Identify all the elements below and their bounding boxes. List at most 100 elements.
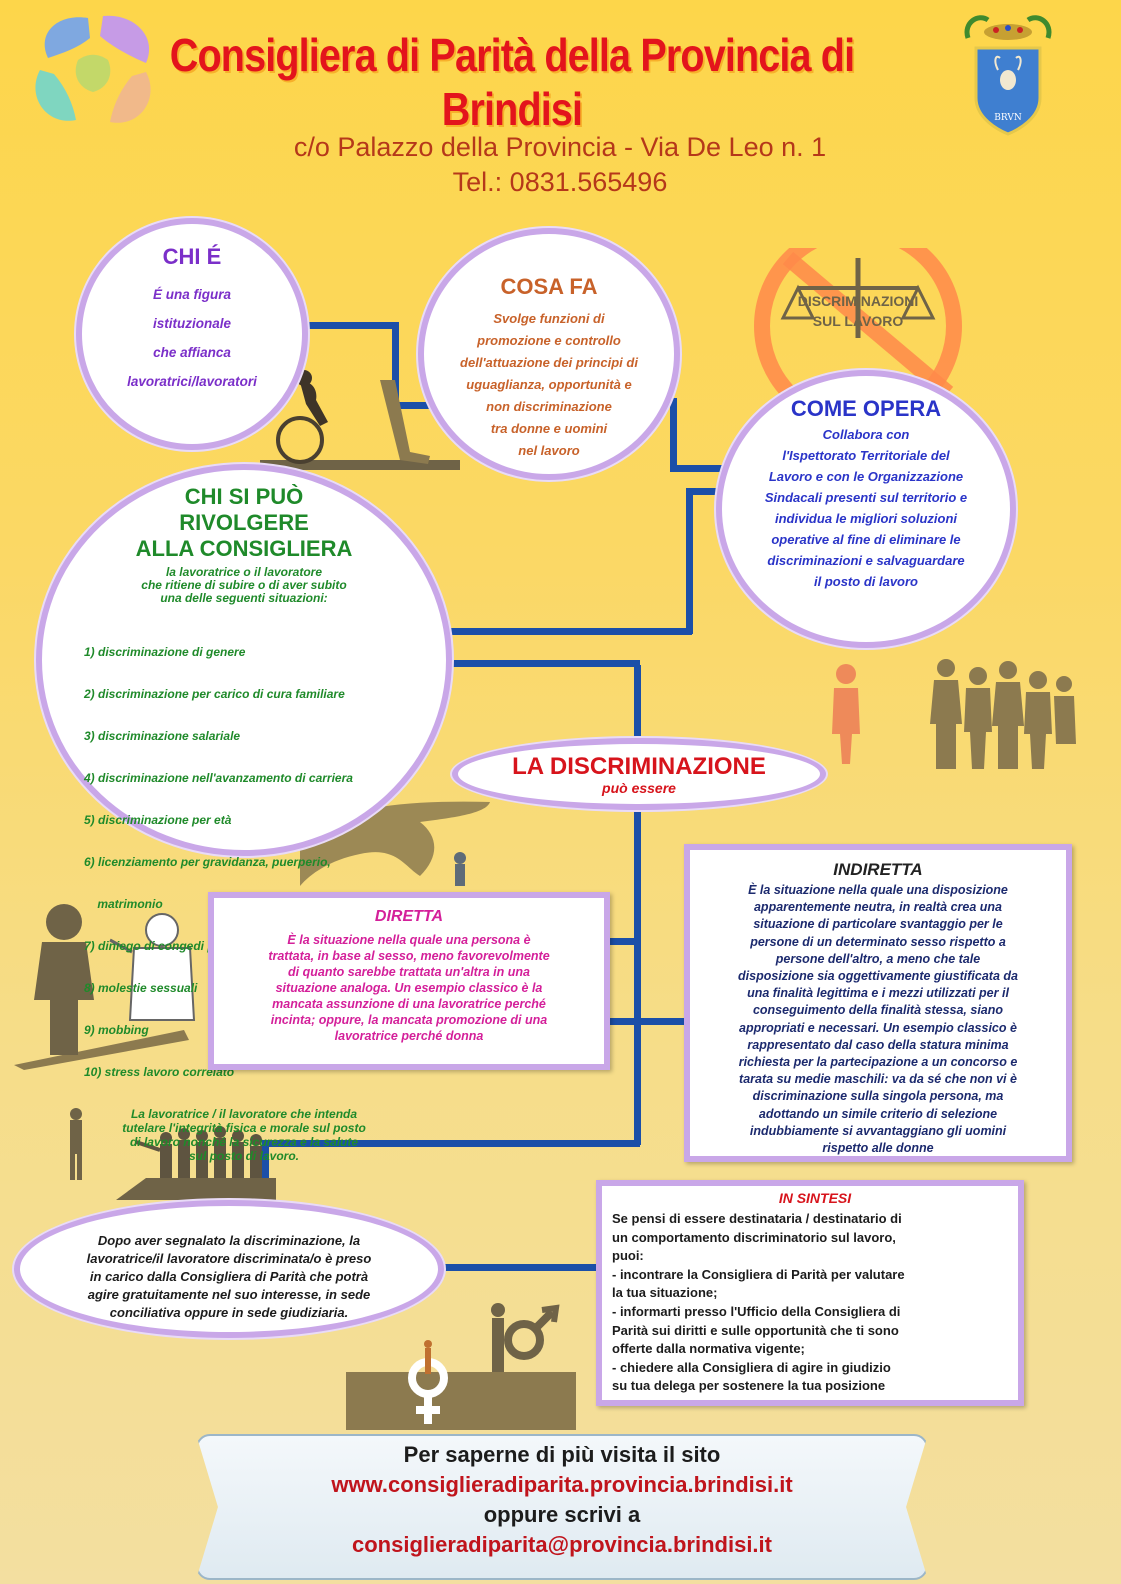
indiretta-line: persone di un determinato sesso rispetto…: [750, 934, 1006, 949]
list-item: matrimonio: [84, 897, 163, 911]
chi-rivolgere-title: ALLA CONSIGLIERA: [135, 536, 353, 561]
outro-line: tutelare l'integrità fisica e morale sul…: [122, 1121, 366, 1135]
chi-e-line: istituzionale: [152, 316, 231, 331]
indiretta-line: È la situazione nella quale una disposiz…: [748, 883, 1008, 897]
come-opera-line: Collabora con: [822, 427, 910, 442]
chi-e-line: che affianca: [153, 345, 231, 360]
list-item: 8) molestie sessuali: [84, 981, 198, 995]
sign-text-1: DISCRIMINAZIONI: [798, 293, 919, 309]
list-item: 9) mobbing: [84, 1023, 149, 1037]
cosa-fa-line: dell'attuazione dei principi di: [460, 355, 638, 370]
indiretta-line: richiesta per la partecipazione a un con…: [738, 1055, 1018, 1070]
diretta-box: DIRETTA È la situazione nella quale una …: [208, 892, 610, 1070]
discriminazione-title: LA DISCRIMINAZIONE: [512, 753, 766, 780]
emblem-motto: BRVN: [994, 113, 1022, 123]
indiretta-line: indubbiamente si avvantaggiano gli uomin…: [749, 1123, 1007, 1138]
indiretta-line: discriminazione sulla singola persona, m…: [752, 1089, 1004, 1104]
connector-line: [440, 1264, 600, 1271]
chi-e-line: lavoratrici/lavoratori: [127, 374, 257, 389]
list-item: 2) discriminazione per carico di cura fa…: [84, 687, 345, 701]
chi-rivolgere-title: RIVOLGERE: [179, 510, 309, 535]
diretta-line: mancata assunzione di una lavoratrice pe…: [272, 997, 546, 1011]
website-link[interactable]: www.consiglieradiparita.provincia.brindi…: [331, 1472, 793, 1497]
footer-text: Per saperne di più visita il sito: [403, 1442, 721, 1467]
chi-e-title: CHI É: [162, 244, 222, 269]
cosa-fa-line: Svolge funzioni di: [493, 311, 605, 326]
cosa-fa-bubble: COSA FA Svolge funzioni di promozione e …: [418, 228, 680, 480]
outro-line: di lavoro nonché la sicurezza e la salut…: [129, 1135, 359, 1149]
indiretta-line: disposizione sia oggettivamente giustifi…: [738, 969, 1018, 984]
dopo-line: agire gratuitamente nel suo interesse, i…: [87, 1287, 371, 1302]
in-sintesi-line: su tua delega per sostenere la tua posiz…: [612, 1378, 886, 1394]
diretta-title: DIRETTA: [374, 908, 444, 925]
cosa-fa-title: COSA FA: [500, 274, 598, 299]
indiretta-line: tarata su medie maschili: va da sé che n…: [739, 1072, 1017, 1087]
connector-line: [670, 398, 677, 470]
dopo-bubble: Dopo aver segnalato la discriminazione, …: [14, 1200, 444, 1338]
connector-line: [609, 1018, 689, 1025]
chi-e-bubble: CHI É É una figura istituzionale che aff…: [76, 218, 308, 450]
list-item: 4) discriminazione nell'avanzamento di c…: [84, 771, 353, 785]
discriminazione-subtitle: può essere: [602, 780, 676, 796]
dopo-line: conciliativa oppure in sede giudiziaria.: [109, 1305, 349, 1320]
intro-line: che ritiene di subire o di aver subito: [141, 578, 347, 592]
come-opera-line: individua le migliori soluzioni: [774, 511, 957, 526]
connector-line: [300, 322, 396, 329]
no-discrimination-sign: DISCRIMINAZIONI SUL LAVORO: [754, 248, 962, 398]
outro-line: sul posto di lavoro.: [188, 1149, 299, 1163]
intro-line: una delle seguenti situazioni:: [160, 591, 328, 605]
indiretta-line: una finalità legittima e i mezzi utilizz…: [747, 986, 1009, 1001]
connector-line: [686, 488, 693, 634]
diretta-line: incinta; oppure, la mancata promozione d…: [270, 1013, 548, 1027]
footer-banner: Per saperne di più visita il sito www.co…: [196, 1434, 928, 1580]
in-sintesi-line: - incontrare la Consigliera di Parità pe…: [612, 1266, 905, 1282]
gender-symbols-illustration: [346, 1303, 576, 1430]
connector-line: [686, 488, 730, 495]
in-sintesi-line: - chiedere alla Consigliera di agire in …: [612, 1359, 891, 1375]
phone: Tel.: 0831.565496: [452, 167, 668, 197]
come-opera-bubble: COME OPERA Collabora con l'Ispettorato T…: [716, 370, 1016, 648]
chi-rivolgere-title: CHI SI PUÒ: [184, 484, 304, 509]
hands-logo: [35, 15, 151, 123]
list-item: 6) licenziamento per gravidanza, puerper…: [84, 855, 331, 869]
diretta-line: situazione analoga. Un esempio classico …: [275, 981, 543, 995]
list-item: 5) discriminazione per età: [84, 813, 232, 827]
in-sintesi-title: IN SINTESI: [778, 1190, 852, 1206]
email-link[interactable]: consiglieradiparita@provincia.brindisi.i…: [352, 1532, 772, 1557]
cosa-fa-line: non discriminazione: [486, 399, 612, 414]
in-sintesi-line: offerte dalla normativa vigente;: [612, 1341, 805, 1357]
come-opera-title: COME OPERA: [790, 396, 942, 421]
come-opera-line: l'Ispettorato Territoriale del: [782, 448, 950, 463]
page-title: Consigliera di Parità della Provincia di…: [169, 29, 855, 135]
come-opera-line: Lavoro e con le Organizzazione: [768, 469, 964, 484]
in-sintesi-line: Se pensi di essere destinataria / destin…: [612, 1211, 902, 1226]
wheelchair-illustration: [260, 370, 460, 470]
in-sintesi-line: un comportamento discriminatorio sul lav…: [612, 1229, 896, 1245]
indiretta-line: rispetto alle donne: [822, 1141, 934, 1156]
address: c/o Palazzo della Provincia - Via De Leo…: [293, 132, 827, 162]
indiretta-line: appropriati e necessari. Un esempio clas…: [739, 1020, 1017, 1035]
discriminazione-bubble: LA DISCRIMINAZIONE può essere: [452, 738, 826, 810]
come-opera-line: operative al fine di eliminare le: [771, 532, 961, 547]
footer-text: oppure scrivi a: [483, 1502, 641, 1527]
in-sintesi-line: la tua situazione;: [612, 1285, 718, 1301]
diretta-line: È la situazione nella quale una persona …: [287, 933, 531, 947]
in-sintesi-box: IN SINTESI Se pensi di essere destinatar…: [596, 1180, 1024, 1406]
boss-employee-illustration: [14, 904, 196, 1070]
indiretta-line: apparentemente neutra, in realtà crea un…: [753, 900, 1002, 915]
indiretta-box: INDIRETTA È la situazione nella quale un…: [684, 844, 1072, 1162]
connector-line: [392, 402, 440, 409]
come-opera-line: Sindacali presenti sul territorio e: [764, 490, 968, 505]
connector-line: [262, 1140, 640, 1147]
chi-e-line: É una figura: [152, 287, 231, 302]
list-item: 3) discriminazione salariale: [84, 729, 241, 743]
crowd-cliff-illustration: [70, 1108, 276, 1200]
diretta-line: trattata, in base al sesso, meno favorev…: [268, 949, 550, 963]
cosa-fa-line: tra donne e uomini: [490, 421, 608, 436]
cosa-fa-line: nel lavoro: [518, 443, 580, 458]
province-emblem-icon: BRVN: [964, 15, 1052, 136]
indiretta-line: rappresentato dal caso della statura min…: [747, 1037, 1009, 1052]
come-opera-line: discriminazioni e salvaguardare: [767, 553, 965, 568]
dopo-line: Dopo aver segnalato la discriminazione, …: [97, 1233, 361, 1248]
connector-line: [392, 322, 399, 408]
